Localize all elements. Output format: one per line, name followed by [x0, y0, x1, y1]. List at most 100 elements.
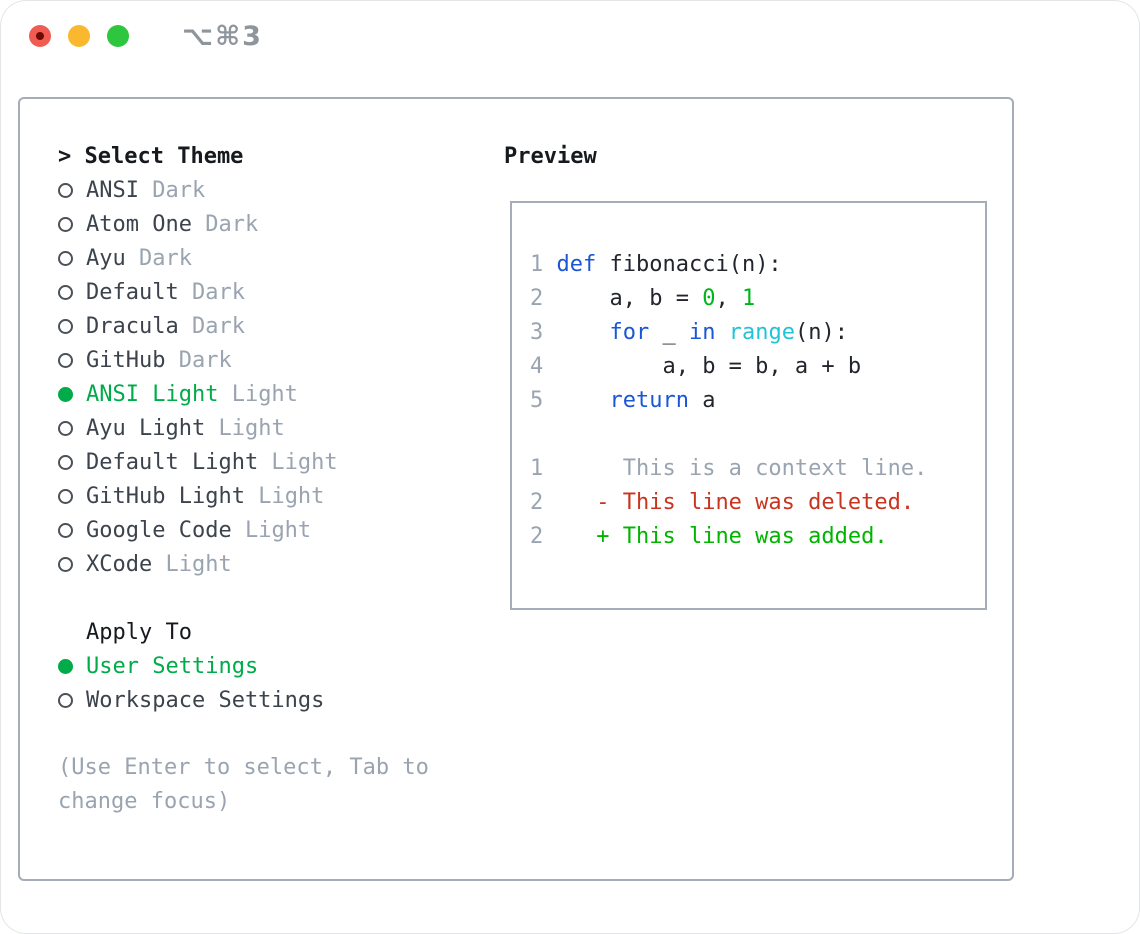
theme-item-ayu[interactable]: Ayu Dark [58, 241, 488, 275]
radio-icon [58, 250, 73, 266]
code-token [715, 320, 728, 345]
code-line: 4 a, b = b, a + b [530, 349, 985, 383]
theme-variant-label: Light [231, 517, 312, 543]
theme-variant-label: Light [205, 415, 285, 441]
apply-option-user-settings[interactable]: User Settings [58, 649, 488, 683]
theme-item-google-code[interactable]: Google Code Light [58, 513, 488, 547]
theme-item-label: Ayu Light [86, 415, 206, 441]
line-number: 2 [530, 489, 557, 515]
code-token: - This line was deleted. [556, 489, 915, 515]
code-token: a, b = [556, 285, 703, 311]
theme-item-label: GitHub Light [86, 483, 245, 509]
theme-item-ayu-light[interactable]: Ayu Light Light [58, 411, 488, 445]
code-token: for [609, 319, 650, 345]
code-line: 3 for _ in range(n): [530, 315, 985, 349]
theme-variant-label: Dark [178, 279, 245, 305]
theme-variant-label: Light [152, 551, 232, 577]
line-number: 1 [530, 251, 557, 277]
theme-item-label: Google Code [86, 517, 232, 543]
code-line: 2 + This line was added. [530, 519, 985, 553]
theme-item-label: Dracula [86, 313, 179, 339]
radio-selected-icon [58, 658, 73, 674]
radio-icon [58, 692, 73, 708]
theme-variant-label: Light [258, 449, 338, 475]
radio-icon [58, 488, 73, 504]
radio-icon [58, 420, 73, 436]
theme-item-atom-one[interactable]: Atom One Dark [58, 207, 488, 241]
close-button-icon[interactable] [29, 25, 51, 47]
zoom-button-icon[interactable] [107, 25, 129, 47]
code-line [530, 417, 985, 451]
theme-item-ansi[interactable]: ANSI Dark [58, 173, 488, 207]
code-token: _ [649, 319, 689, 345]
radio-icon [58, 454, 73, 470]
theme-item-label: GitHub [86, 347, 166, 373]
hint-text: (Use Enter to select, Tab to change focu… [58, 755, 443, 814]
radio-icon [58, 216, 73, 232]
theme-variant-label: Dark [138, 177, 206, 203]
line-number: 2 [530, 523, 557, 549]
code-token: 1 [741, 285, 756, 311]
code-line: 1 This is a context line. [530, 451, 985, 485]
code-line: 2 - This line was deleted. [530, 485, 985, 519]
code-token: 0 [702, 285, 716, 311]
theme-variant-label: Dark [165, 347, 232, 373]
theme-variant-label: Light [244, 483, 325, 509]
theme-variant-label: Dark [178, 313, 245, 339]
line-number: 5 [530, 387, 557, 413]
line-number: 3 [530, 319, 557, 345]
theme-variant-label: Dark [125, 245, 192, 271]
code-token: a, b = b, a + b [556, 353, 862, 379]
code-token: + This line was added. [556, 523, 888, 549]
theme-item-label: Default Light [86, 449, 259, 475]
radio-icon [58, 284, 73, 300]
theme-item-label: ANSI Light [86, 381, 219, 407]
radio-icon [58, 318, 73, 334]
radio-selected-icon [58, 386, 73, 402]
code-line: 2 a, b = 0, 1 [530, 281, 985, 315]
theme-item-label: ANSI [86, 177, 139, 203]
theme-item-github-light[interactable]: GitHub Light Light [58, 479, 488, 513]
code-token: fibonacci(n): [596, 251, 782, 277]
theme-item-label: Atom One [86, 211, 192, 237]
code-token: in [688, 319, 716, 345]
code-token [557, 388, 610, 413]
theme-variant-label: Dark [191, 211, 259, 237]
theme-item-dracula[interactable]: Dracula Dark [58, 309, 488, 343]
theme-item-label: Default [86, 279, 179, 305]
radio-icon [58, 182, 73, 198]
theme-item-label: Ayu [86, 245, 126, 271]
code-token: This is a context line. [556, 455, 928, 481]
code-token: def [556, 251, 597, 277]
apply-option-label: Workspace Settings [86, 687, 325, 713]
code-token [557, 320, 610, 345]
code-token: a [688, 387, 716, 413]
code-token: return [609, 387, 689, 413]
line-number: 2 [530, 285, 557, 311]
radio-icon [58, 352, 73, 368]
line-number: 4 [530, 353, 557, 379]
theme-item-xcode[interactable]: XCode Light [58, 547, 488, 581]
apply-option-workspace-settings[interactable]: Workspace Settings [58, 683, 488, 717]
theme-variant-label: Light [218, 381, 298, 407]
apply-option-label: User Settings [86, 653, 259, 679]
radio-icon [58, 556, 73, 572]
line-number: 1 [530, 455, 557, 481]
theme-item-label: XCode [86, 551, 153, 577]
code-line: 5 return a [530, 383, 985, 417]
code-token: , [715, 285, 742, 311]
window-shortcut-label: ⌥⌘3 [182, 20, 263, 52]
theme-item-github[interactable]: GitHub Dark [58, 343, 488, 377]
apply-to-header: Apply To [86, 619, 192, 645]
theme-item-default-light[interactable]: Default Light Light [58, 445, 488, 479]
preview-header: Preview [504, 143, 597, 169]
theme-item-default[interactable]: Default Dark [58, 275, 488, 309]
code-token: range [728, 319, 795, 345]
minimize-button-icon[interactable] [68, 25, 90, 47]
theme-item-ansi-light[interactable]: ANSI Light Light [58, 377, 488, 411]
